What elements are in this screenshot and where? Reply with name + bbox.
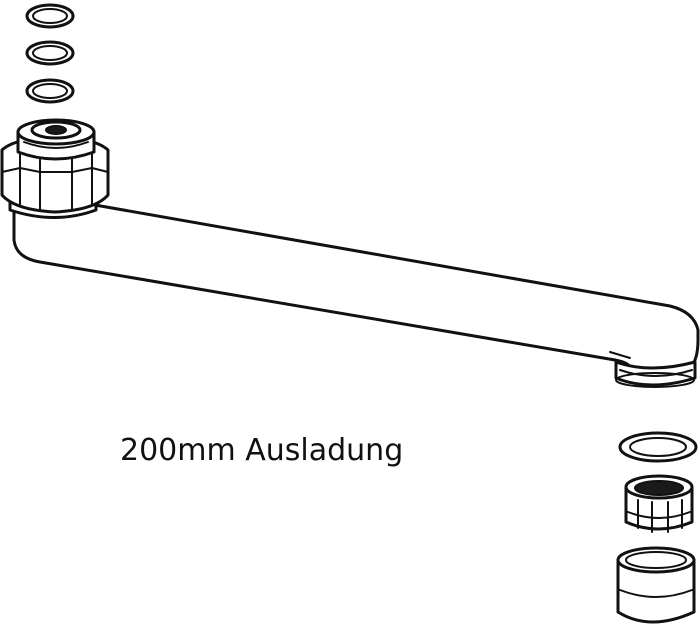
union-nut bbox=[0, 118, 110, 219]
aerator-insert bbox=[624, 474, 694, 533]
flat-washer bbox=[618, 431, 698, 463]
o-ring-group bbox=[25, 3, 75, 104]
spout-tube bbox=[12, 203, 700, 370]
reach-caption: 200mm Ausladung bbox=[120, 433, 404, 468]
o-ring-2 bbox=[25, 40, 75, 66]
outlet-thread bbox=[614, 360, 697, 388]
o-ring-3 bbox=[25, 78, 75, 104]
aerator-housing bbox=[616, 546, 696, 624]
o-ring-1 bbox=[25, 3, 75, 29]
